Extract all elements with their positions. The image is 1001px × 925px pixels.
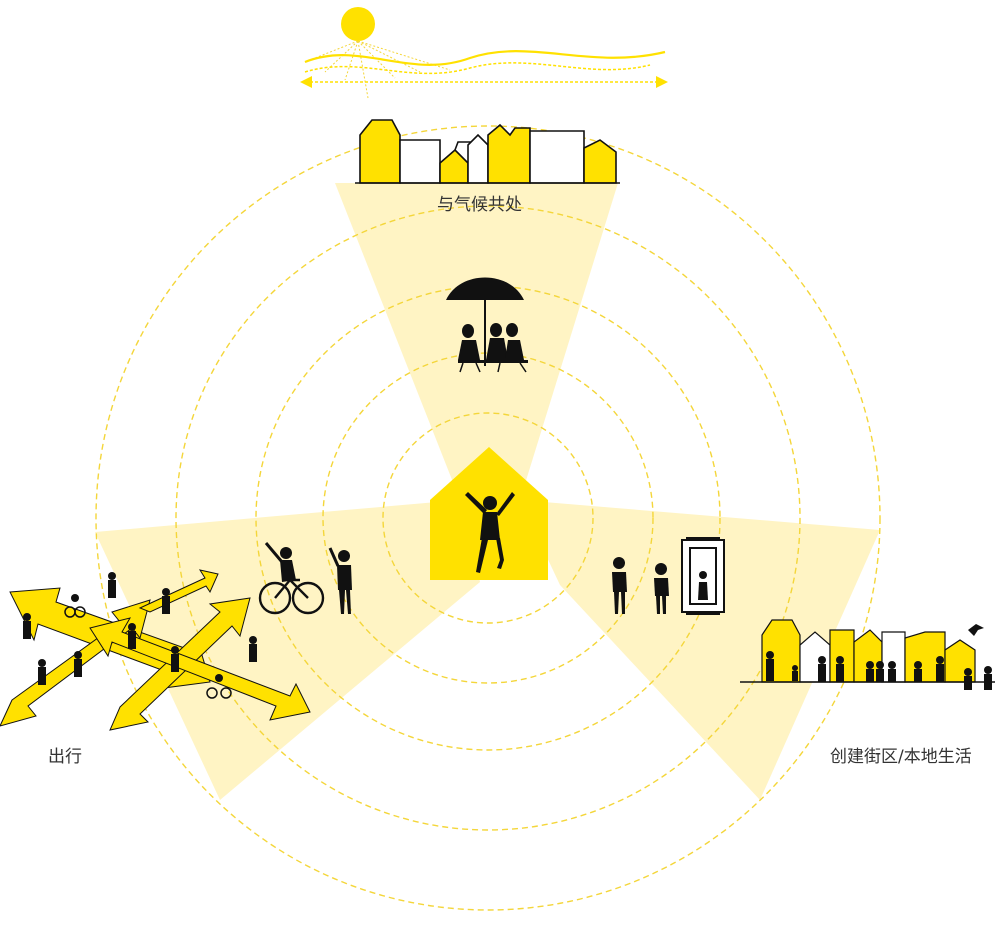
- sun-wind-icon: [300, 7, 668, 99]
- street-scene-icon: [740, 619, 995, 690]
- house-with-person-icon: [430, 447, 548, 580]
- doorway-icon: [681, 537, 725, 615]
- umbrella-cafe-icon: [446, 277, 528, 373]
- climate-label: 与气候共处: [437, 195, 522, 215]
- pedestrian-icon: [328, 547, 352, 614]
- ring-1: [382, 412, 594, 624]
- crossroads-people-icon: [23, 572, 257, 699]
- ring-4: [175, 205, 801, 831]
- dancing-person-icon: [465, 492, 515, 573]
- wind-wave-icon: [304, 50, 666, 66]
- neighbourhood-wedge: [520, 500, 880, 800]
- climate-wedge: [335, 183, 618, 500]
- ring-5: [95, 125, 881, 911]
- mobility-wedge: [95, 500, 480, 800]
- pedestrian-pair-icon: [612, 557, 669, 614]
- neighbourhood-label: 创建街区/本地生活: [830, 747, 972, 767]
- mobility-label: 出行: [48, 747, 82, 767]
- sun-icon: [341, 7, 375, 41]
- ring-2: [322, 352, 654, 684]
- buildings-skyline-icon: [355, 119, 620, 184]
- cyclist-icon: [258, 542, 325, 615]
- bird-icon: [968, 624, 984, 636]
- sector-wedges: [95, 183, 880, 800]
